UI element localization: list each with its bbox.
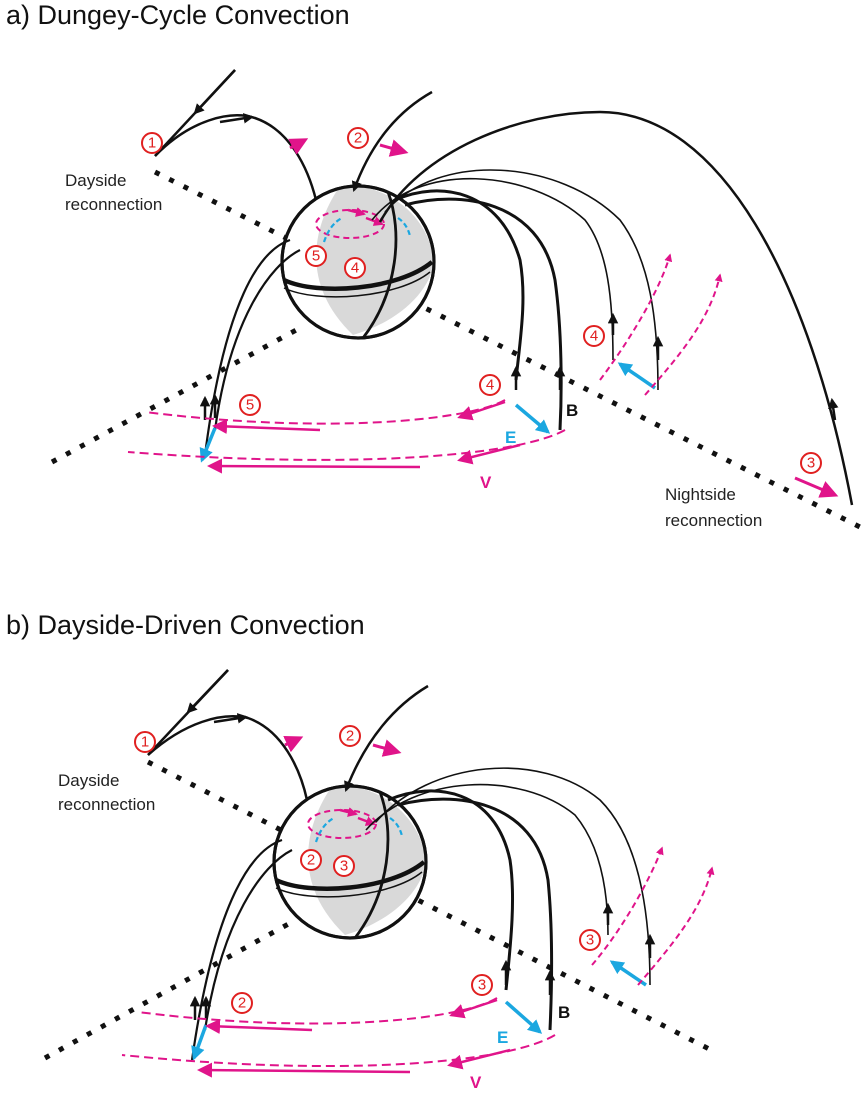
dawn-dusk-axis-b — [43, 919, 294, 1061]
svg-text:1: 1 — [148, 135, 156, 152]
marker-a-3: 5 — [305, 245, 327, 267]
svg-text:4: 4 — [486, 377, 494, 394]
svg-text:3: 3 — [478, 977, 486, 994]
dayside-nightside-axis — [153, 169, 862, 530]
marker-a-2: 2 — [347, 127, 369, 149]
dayside-label-b-2: reconnection — [58, 795, 155, 814]
field-arrow-1 — [219, 113, 255, 124]
svg-text:3: 3 — [807, 455, 815, 472]
v-label-a: V — [480, 473, 492, 492]
marker-b-2: 2 — [339, 725, 361, 747]
svg-text:5: 5 — [312, 248, 320, 265]
open-field-line-2 — [351, 90, 433, 192]
e-label-b: E — [497, 1028, 508, 1047]
panel-b-diagram: Dayside reconnection B E V 1 2 2 3 2 3 3 — [43, 669, 717, 1092]
marker-b-3: 2 — [300, 849, 322, 871]
nightside-label-1: Nightside — [665, 485, 736, 504]
marker-a-7: 4 — [583, 325, 605, 347]
marker-a-4: 4 — [344, 257, 366, 279]
marker-b-1: 1 — [134, 731, 156, 753]
marker-a-6: 4 — [479, 374, 501, 396]
svg-text:4: 4 — [590, 328, 598, 345]
svg-text:2: 2 — [354, 130, 362, 147]
panel-a-diagram: Dayside reconnection Nightside reconnect… — [50, 69, 862, 530]
tail-lobe-field-line — [378, 110, 854, 506]
marker-a-5: 5 — [239, 394, 261, 416]
panel-b-title: b) Dayside-Driven Convection — [6, 610, 365, 640]
imf-arrow — [193, 69, 236, 115]
marker-a-1: 1 — [141, 132, 163, 154]
marker-a-8: 3 — [800, 452, 822, 474]
marker-b-5: 2 — [231, 992, 253, 1014]
svg-text:3: 3 — [586, 932, 594, 949]
e-label-a: E — [505, 428, 516, 447]
svg-text:5: 5 — [246, 397, 254, 414]
dayside-label-a-1: Dayside — [65, 171, 126, 190]
dayside-label-b-1: Dayside — [58, 771, 119, 790]
dawn-dusk-axis — [50, 325, 302, 465]
marker-b-7: 3 — [579, 929, 601, 951]
svg-text:2: 2 — [238, 995, 246, 1012]
v-label-b: V — [470, 1073, 482, 1092]
svg-text:2: 2 — [307, 852, 315, 869]
reconnected-field-line-1 — [154, 114, 318, 201]
svg-text:1: 1 — [141, 734, 149, 751]
svg-text:3: 3 — [340, 858, 348, 875]
marker-b-4: 3 — [333, 855, 355, 877]
b-label-a: B — [566, 401, 578, 420]
b-label-b: B — [558, 1003, 570, 1022]
nightside-label-2: reconnection — [665, 511, 762, 530]
marker-b-6: 3 — [471, 974, 493, 996]
svg-text:2: 2 — [346, 728, 354, 745]
panel-a-title: a) Dungey-Cycle Convection — [6, 0, 350, 30]
dayside-label-a-2: reconnection — [65, 195, 162, 214]
svg-text:4: 4 — [351, 260, 359, 277]
dayside-nightside-axis-b — [146, 759, 717, 1055]
